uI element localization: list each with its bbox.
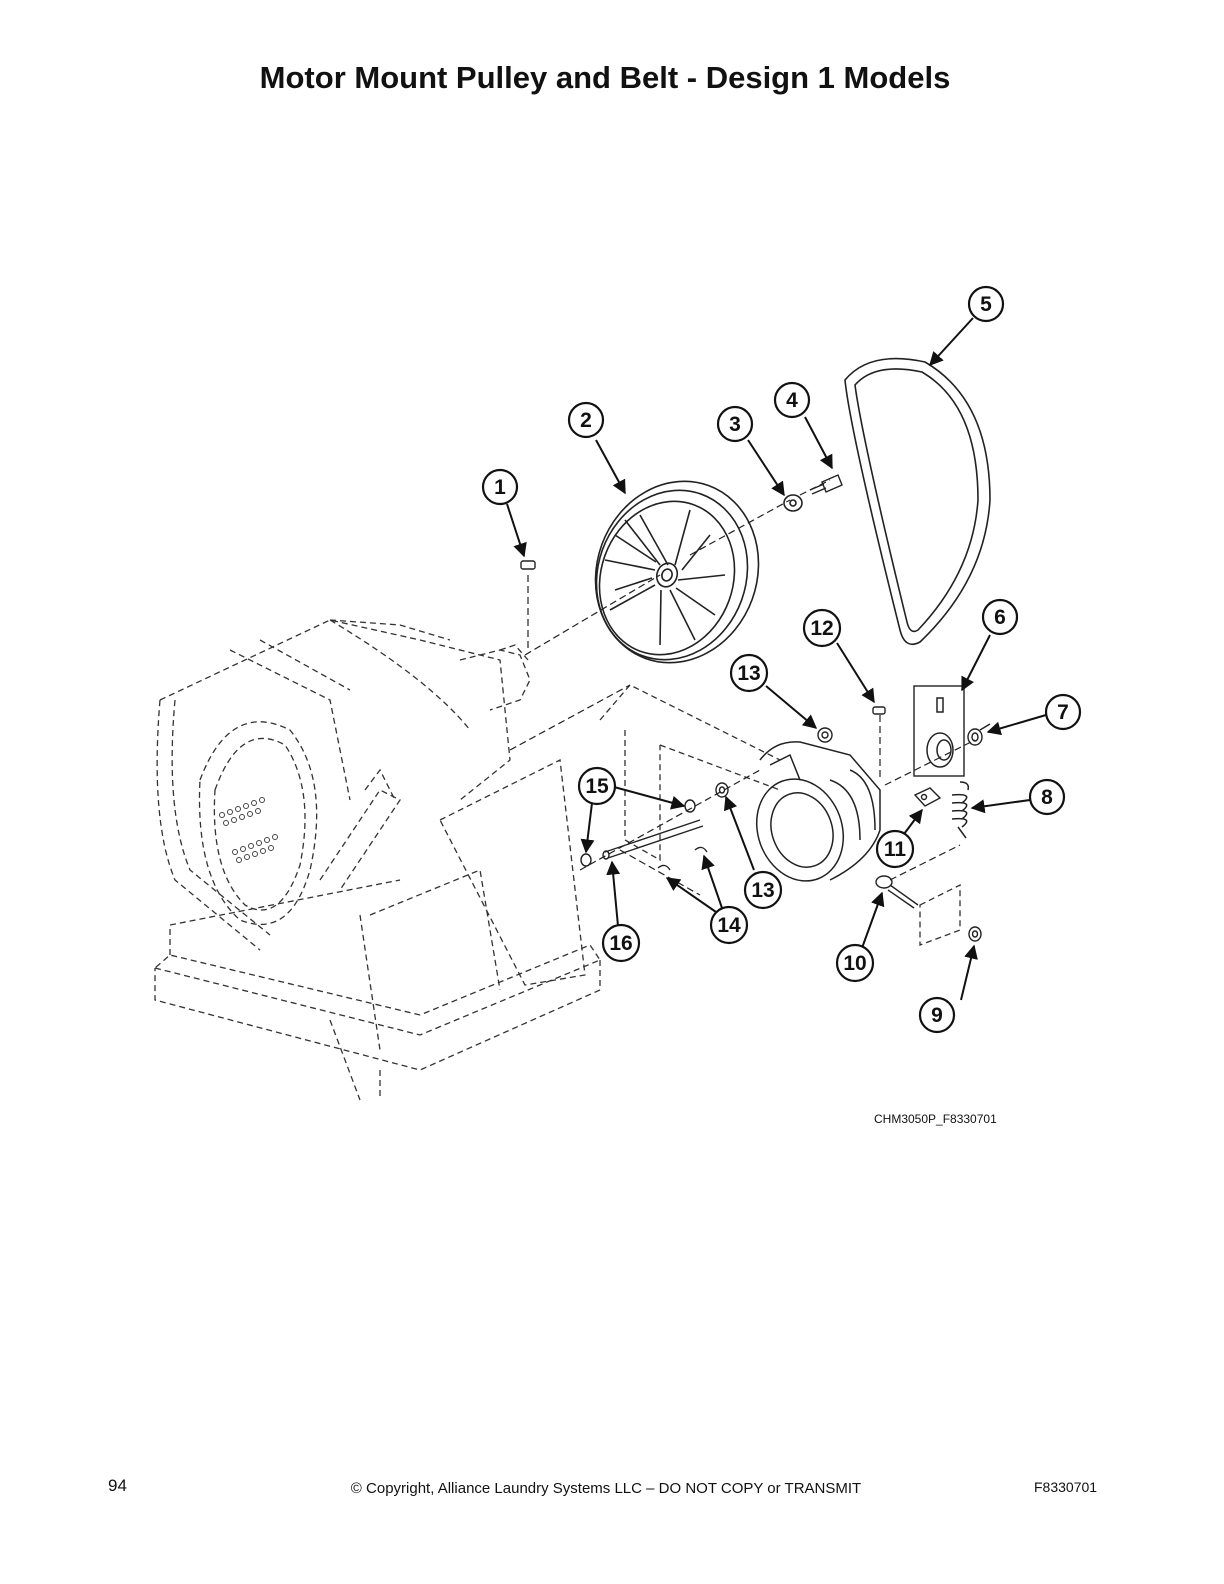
callout-7: 7 (1044, 693, 1082, 731)
callout-11: 11 (875, 829, 915, 869)
callout-4: 4 (773, 381, 811, 419)
motor-pulley-box (913, 685, 965, 777)
callout-2: 2 (567, 401, 605, 439)
callout-3: 3 (716, 405, 754, 443)
callout-15: 15 (577, 766, 617, 806)
bracket-plate (913, 787, 942, 807)
svg-text:12: 12 (810, 617, 833, 640)
set-screw (967, 723, 991, 746)
assembly-guide-lines (509, 479, 976, 896)
large-pulley (594, 480, 760, 664)
document-number: F8330701 (1034, 1479, 1098, 1495)
svg-text:15: 15 (585, 775, 609, 798)
callout-6: 6 (981, 598, 1019, 636)
copyright-notice: © Copyright, Alliance Laundry Systems LL… (350, 1480, 862, 1497)
shaft-key (520, 560, 536, 570)
tension-spring (951, 781, 970, 839)
svg-text:7: 7 (1057, 701, 1069, 724)
drum-perforations (219, 797, 278, 863)
svg-text:9: 9 (931, 1004, 943, 1027)
svg-text:4: 4 (786, 389, 798, 412)
bushing (715, 727, 833, 798)
svg-text:2: 2 (580, 409, 592, 432)
bolt (809, 474, 843, 495)
callout-12: 12 (802, 608, 842, 648)
svg-text:11: 11 (884, 838, 907, 861)
callouts: 1 2 3 4 5 6 7 8 9 10 11 12 13 13 14 15 1… (481, 285, 1082, 1034)
diagram-code: CHM3050P_F8330701 (874, 1112, 997, 1126)
callout-5: 5 (967, 285, 1005, 323)
callout-9: 9 (918, 996, 956, 1034)
leader-arrows (506, 317, 1047, 1001)
svg-text:14: 14 (717, 914, 741, 937)
callout-13-lower: 13 (743, 870, 783, 910)
svg-text:6: 6 (994, 606, 1006, 629)
callout-1: 1 (481, 468, 519, 506)
svg-text:10: 10 (843, 952, 866, 975)
drive-motor (755, 741, 881, 882)
svg-text:16: 16 (609, 932, 632, 955)
svg-text:13: 13 (737, 662, 760, 685)
nut (968, 926, 982, 942)
cotter-pin (657, 846, 708, 871)
svg-text:3: 3 (729, 413, 741, 436)
dryer-cabinet-outline (153, 619, 961, 1101)
svg-text:5: 5 (980, 293, 992, 316)
eye-bolt (875, 875, 919, 909)
drive-belt (844, 357, 991, 646)
motor-pulley (926, 697, 954, 768)
svg-text:13: 13 (751, 879, 774, 902)
page-number: 94 (108, 1476, 127, 1495)
motor-key (872, 706, 886, 715)
pivot-shaft (602, 819, 704, 860)
callout-16: 16 (601, 923, 641, 963)
callout-14: 14 (709, 905, 749, 945)
retaining-clip (580, 799, 696, 867)
svg-text:8: 8 (1041, 786, 1053, 809)
callout-10: 10 (835, 943, 875, 983)
callout-8: 8 (1028, 778, 1066, 816)
page-title: Motor Mount Pulley and Belt - Design 1 M… (259, 60, 951, 95)
svg-text:1: 1 (494, 476, 506, 499)
washer (783, 494, 803, 512)
callout-13-upper: 13 (729, 653, 769, 693)
